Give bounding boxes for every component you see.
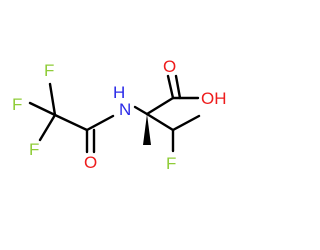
atom-nh-h: H — [113, 83, 125, 102]
molecule-structure: F F F H N O O OH F — [12, 57, 227, 173]
atom-f-side: F — [166, 154, 176, 173]
atom-f-top: F — [44, 61, 54, 80]
bonds — [28, 74, 201, 154]
atom-o-amide: O — [84, 153, 97, 172]
atom-n: N — [119, 100, 131, 119]
wedge-bond-methyl — [143, 114, 151, 145]
atom-f-left: F — [12, 95, 22, 114]
atom-labels: F F F H N O O OH F — [12, 57, 227, 173]
bond-cf3-f-bottom — [38, 113, 57, 142]
bond-carbonyl-2 — [174, 74, 182, 100]
atom-oh: OH — [201, 89, 227, 108]
bond-cf3-f-left — [28, 101, 57, 117]
bond-ch-methyl — [171, 114, 201, 132]
atom-o-carbonyl: O — [163, 57, 176, 76]
bond-cq-cooh — [145, 96, 175, 116]
atom-f-bottom: F — [29, 140, 39, 159]
bond-carbonyl-1 — [166, 74, 175, 100]
bond-amide-c-n — [85, 114, 115, 132]
bond-n-cq — [133, 105, 149, 116]
bond-cf3-f-top — [48, 82, 57, 117]
bond-cf3-amide-c — [53, 113, 89, 132]
bond-cq-ch — [145, 112, 175, 132]
